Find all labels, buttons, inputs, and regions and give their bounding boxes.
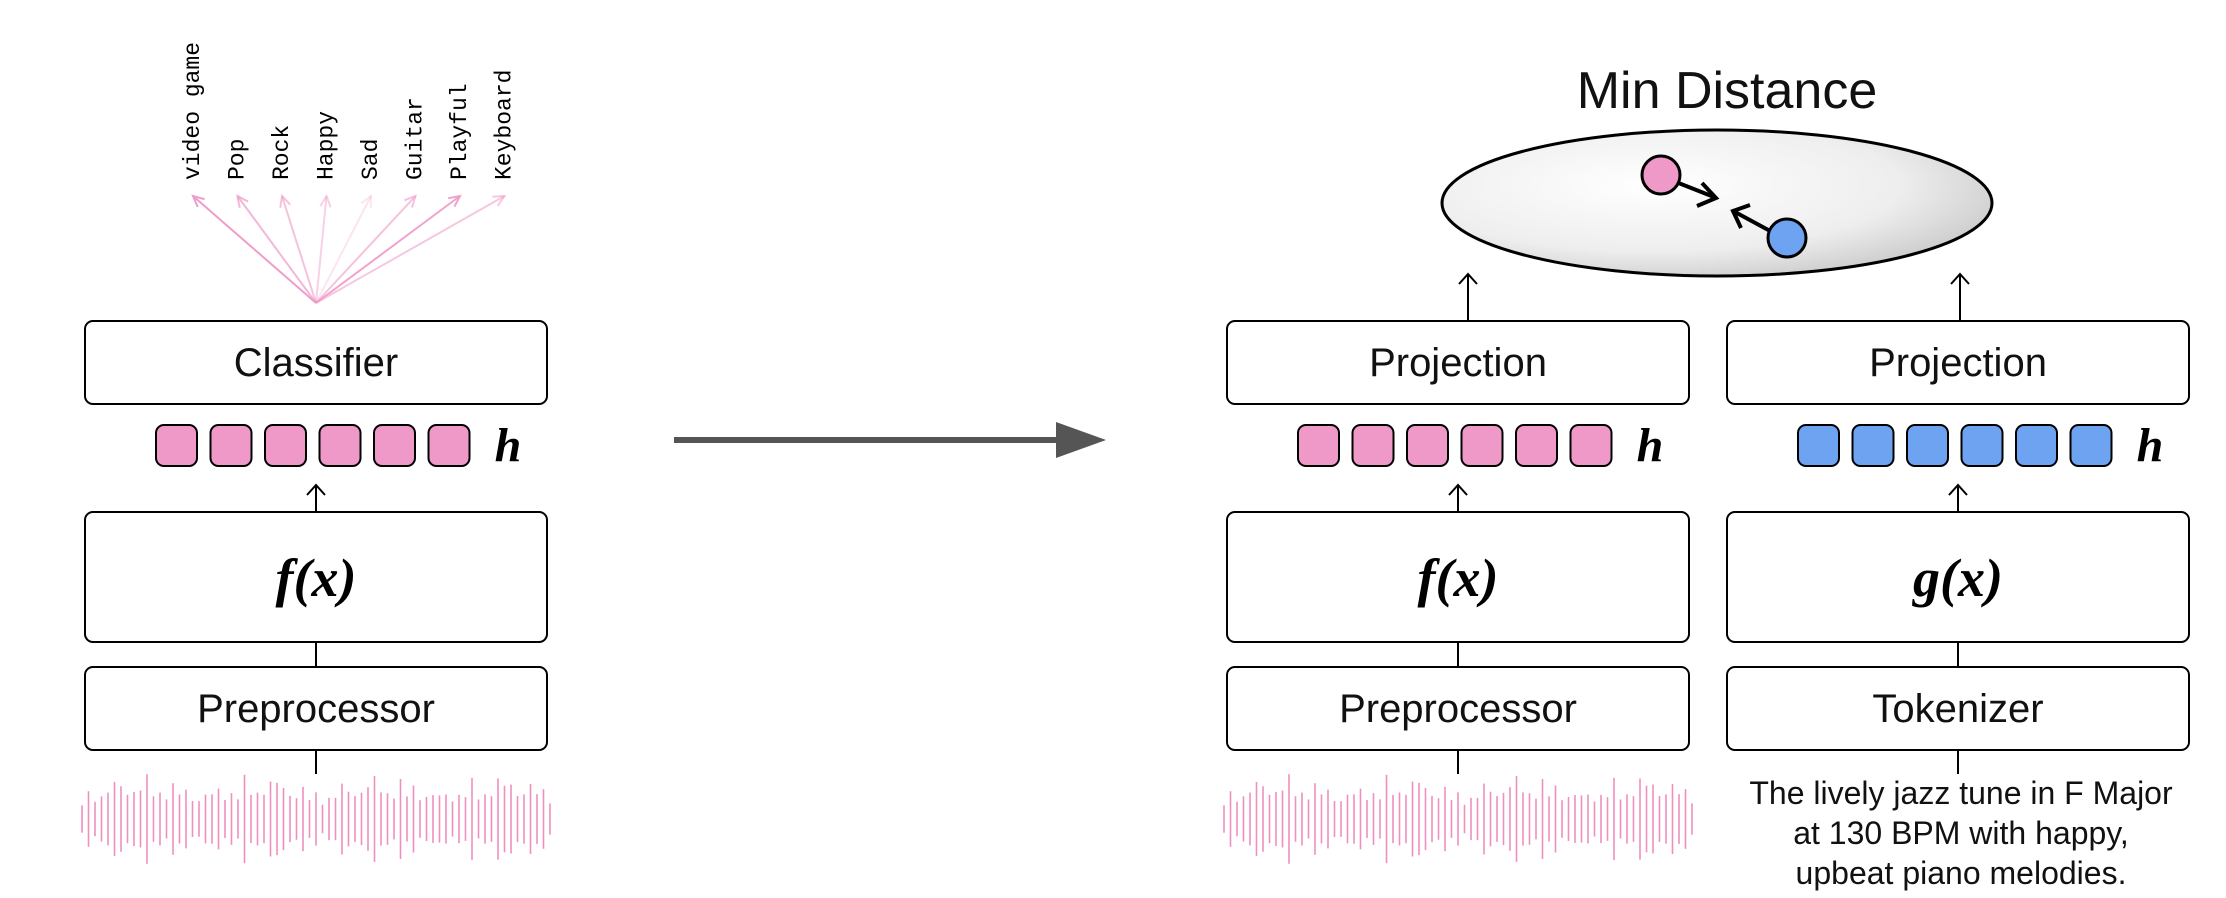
arrow-head-audio — [1448, 483, 1468, 496]
class-label: Playful — [447, 83, 473, 180]
class-label: Sad — [358, 139, 384, 180]
embedding-space-ellipse — [1440, 128, 1994, 278]
class-arrow-head — [279, 193, 291, 209]
preprocessor-label-audio: Preprocessor — [1339, 687, 1577, 731]
class-arrow — [192, 195, 317, 304]
arrow-head-left — [306, 483, 326, 496]
class-label: Happy — [314, 111, 340, 180]
embedding-cell-text — [2069, 424, 2113, 467]
class-arrow — [315, 195, 372, 304]
blue-point-icon — [1730, 203, 1808, 259]
class-label: video game — [180, 42, 206, 180]
caption-line-1: The lively jazz tune in F Major — [1749, 775, 2173, 811]
embedding-cell-audio — [1297, 424, 1340, 467]
embedding-row-left — [155, 424, 471, 467]
embedding-cell-audio — [155, 424, 198, 467]
projection-label-text: Projection — [1869, 341, 2047, 385]
pink-point-icon — [1640, 154, 1720, 208]
class-label: Rock — [269, 125, 295, 180]
class-arrow-head — [236, 194, 249, 208]
embedding-row-audio — [1297, 424, 1613, 467]
embedding-cell-audio — [1515, 424, 1558, 467]
embedding-row-text — [1797, 424, 2113, 467]
class-arrows — [191, 193, 507, 304]
class-arrow-head — [360, 193, 373, 209]
audio-waveform-right — [1223, 774, 1693, 864]
embedding-label-left: h — [495, 419, 522, 472]
class-label: Pop — [225, 139, 251, 180]
caption-line-2: at 130 BPM with happy, — [1793, 815, 2129, 851]
audio-waveform-left — [81, 774, 551, 864]
encoder-label-audio: f(x) — [1418, 548, 1499, 608]
class-label: Keyboard — [492, 70, 518, 180]
class-arrow-head — [191, 194, 205, 208]
embedding-cell-text — [1960, 424, 2004, 467]
class-arrow — [315, 195, 328, 304]
preprocessor-label-left: Preprocessor — [197, 687, 435, 731]
class-arrow-head — [319, 193, 332, 208]
embedding-cell-audio — [1351, 424, 1395, 467]
transition-arrow-head — [1056, 422, 1106, 458]
embedding-cell-text — [1906, 424, 1949, 467]
class-arrow-head — [448, 194, 462, 208]
embedding-cell-audio — [209, 424, 253, 467]
min-distance-title: Min Distance — [1577, 62, 1878, 120]
embedding-cell-text — [1797, 424, 1840, 467]
projection-label-audio: Projection — [1369, 341, 1547, 385]
class-arrow-head — [403, 194, 418, 208]
projection-box-audio — [1226, 320, 1690, 405]
embedding-cell-audio — [427, 424, 471, 467]
tokenizer-label: Tokenizer — [1872, 687, 2043, 731]
class-arrow-head — [492, 194, 507, 207]
classifier-label: Classifier — [234, 341, 398, 385]
class-arrow — [315, 195, 417, 304]
embedding-cell-text — [1851, 424, 1895, 467]
embedding-cell-audio — [1406, 424, 1449, 467]
class-arrow — [315, 195, 505, 304]
embedding-cell-audio — [1569, 424, 1613, 467]
embedding-cell-text — [2015, 424, 2058, 467]
embedding-cell-audio — [373, 424, 416, 467]
embedding-label-text: h — [2137, 419, 2164, 472]
embedding-cell-audio — [1460, 424, 1504, 467]
embedding-cell-audio — [318, 424, 362, 467]
embedding-label-audio: h — [1637, 419, 1664, 472]
class-arrow — [281, 195, 317, 304]
arrow-head-text — [1948, 483, 1968, 496]
encoder-label-left: f(x) — [276, 548, 357, 608]
class-arrow — [236, 195, 317, 304]
projection-box-text — [1726, 320, 2190, 405]
caption-line-3: upbeat piano melodies. — [1796, 855, 2127, 891]
classifier-box — [84, 320, 548, 405]
arrow-head-audio-top — [1458, 272, 1478, 285]
embedding-cell-audio — [264, 424, 307, 467]
class-label: Guitar — [403, 97, 429, 180]
encoder-label-text: g(x) — [1912, 548, 2003, 608]
class-arrow — [315, 195, 461, 304]
arrow-head-text-top — [1950, 272, 1970, 285]
